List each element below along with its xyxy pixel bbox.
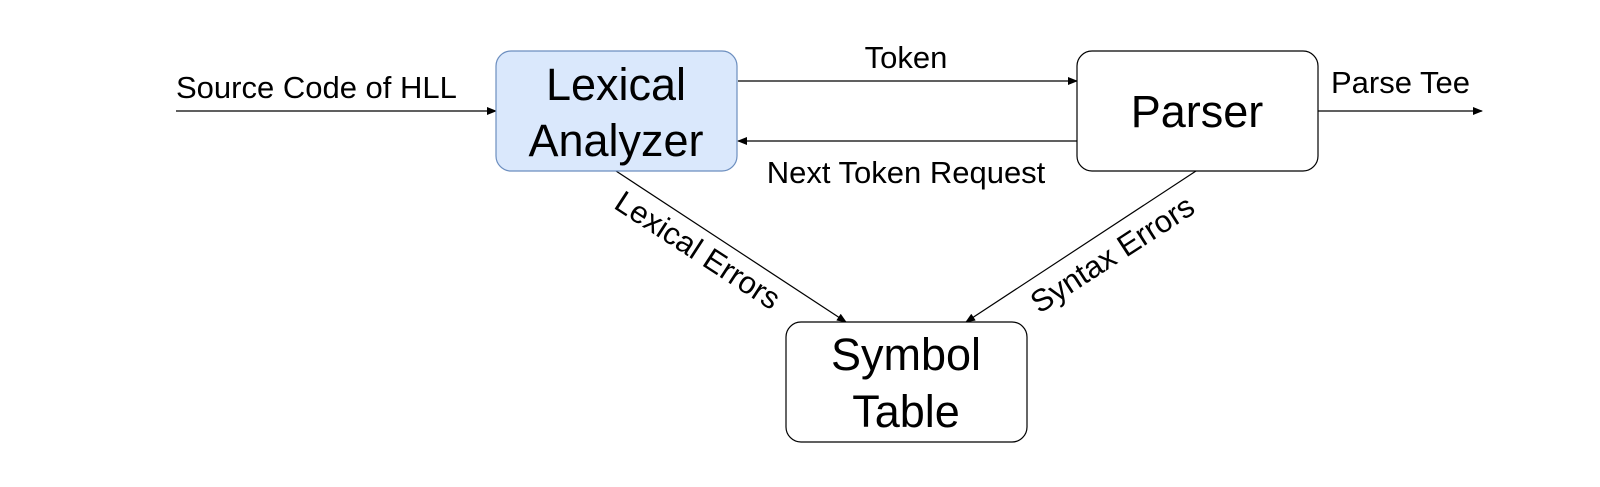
parser-node: Parser [1076,50,1319,172]
parse-tree-label: Parse Tee [1331,65,1470,100]
symbol-table-node: Symbol Table [785,321,1028,443]
source-code-label: Source Code of HLL [176,70,457,105]
token-label: Token [865,40,948,75]
symbol-table-label-line2: Table [852,386,960,437]
parser-label: Parser [1131,86,1264,137]
lexical-analyzer-label-line2: Analyzer [528,115,703,166]
syntax-errors-label: Syntax Errors [1024,188,1201,320]
symbol-table-label-line1: Symbol [831,329,981,380]
lexical-errors-label: Lexical Errors [609,184,787,317]
lexical-analyzer-node: Lexical Analyzer [495,50,738,172]
lexical-analyzer-label-line1: Lexical [546,59,686,110]
lexical-errors-arrow [615,170,847,323]
next-token-request-label: Next Token Request [767,155,1046,190]
syntax-errors-arrow [965,170,1197,323]
